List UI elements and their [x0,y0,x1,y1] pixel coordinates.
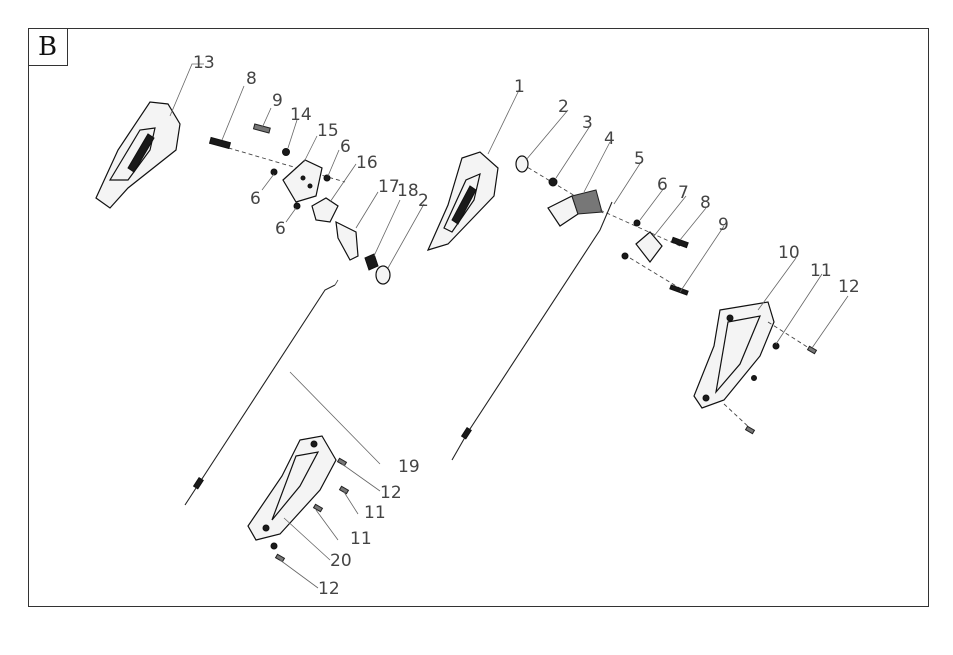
callout-numbers: 13 8 9 14 15 6 16 17 18 2 6 6 1 2 3 4 5 … [193,53,860,599]
part-2-knob-a [375,265,391,285]
callout-6: 6 [657,175,668,195]
part-9-screw-b [669,284,689,296]
part-9-screw [252,123,271,134]
callout-4: 4 [604,129,615,149]
part-11-nut-c [312,503,324,513]
part-7-plate [635,231,663,263]
callout-6: 6 [250,189,261,209]
part-12-screw-c [274,553,286,563]
callout-8: 8 [700,193,711,213]
part-8-bolt [208,136,232,150]
part-17-lever [335,220,359,261]
part-15-plate [282,159,323,203]
section-label: B [28,28,68,66]
callout-12: 12 [318,579,340,599]
callout-19: 19 [398,457,420,477]
callout-14: 14 [290,105,312,125]
callout-2: 2 [558,97,569,117]
part-12-screw-b [336,457,348,467]
part-18-spring [364,253,379,271]
callout-3: 3 [582,113,593,133]
part-12-screw-a [806,345,818,355]
left-mechanism-parts [208,123,391,285]
part-1-handle-cover [426,151,499,251]
leader-lines [169,63,849,589]
callout-7: 7 [678,183,689,203]
callout-1: 1 [514,77,525,97]
part-6-nut-a [323,174,331,182]
part-11-nut-b [338,485,350,495]
callout-9: 9 [272,91,283,111]
callout-12: 12 [380,483,402,503]
part-6-nut-d [633,219,641,227]
callout-13: 13 [193,53,215,73]
part-6-nut-b [270,168,278,176]
callout-17: 17 [378,177,400,197]
callout-12: 12 [838,277,860,297]
part-13-handle-cover [95,101,181,209]
part-10-bracket [693,301,818,435]
callout-6: 6 [275,219,286,239]
callout-11: 11 [810,261,832,281]
part-3-washer [548,177,558,187]
part-2-knob-b [515,155,529,173]
callout-5: 5 [634,149,645,169]
callout-9: 9 [718,215,729,235]
callout-2: 2 [418,191,429,211]
callout-11: 11 [350,529,372,549]
part-16-trigger [311,197,339,223]
callout-6: 6 [340,137,351,157]
part-11-nut-a [772,342,780,350]
callout-16: 16 [356,153,378,173]
callout-11: 11 [364,503,386,523]
part-6-nut-c [293,202,301,210]
cable-19-left [184,279,339,506]
diagram-frame [28,28,929,607]
cable-5-right [451,201,613,461]
part-14-nut [282,148,290,156]
part-8-bolt-b [670,236,689,249]
part-20-bracket [247,435,350,563]
callout-15: 15 [317,121,339,141]
callout-10: 10 [778,243,800,263]
callout-18: 18 [397,181,419,201]
callout-20: 20 [330,551,352,571]
callout-8: 8 [246,69,257,89]
right-mechanism-parts [515,155,689,296]
